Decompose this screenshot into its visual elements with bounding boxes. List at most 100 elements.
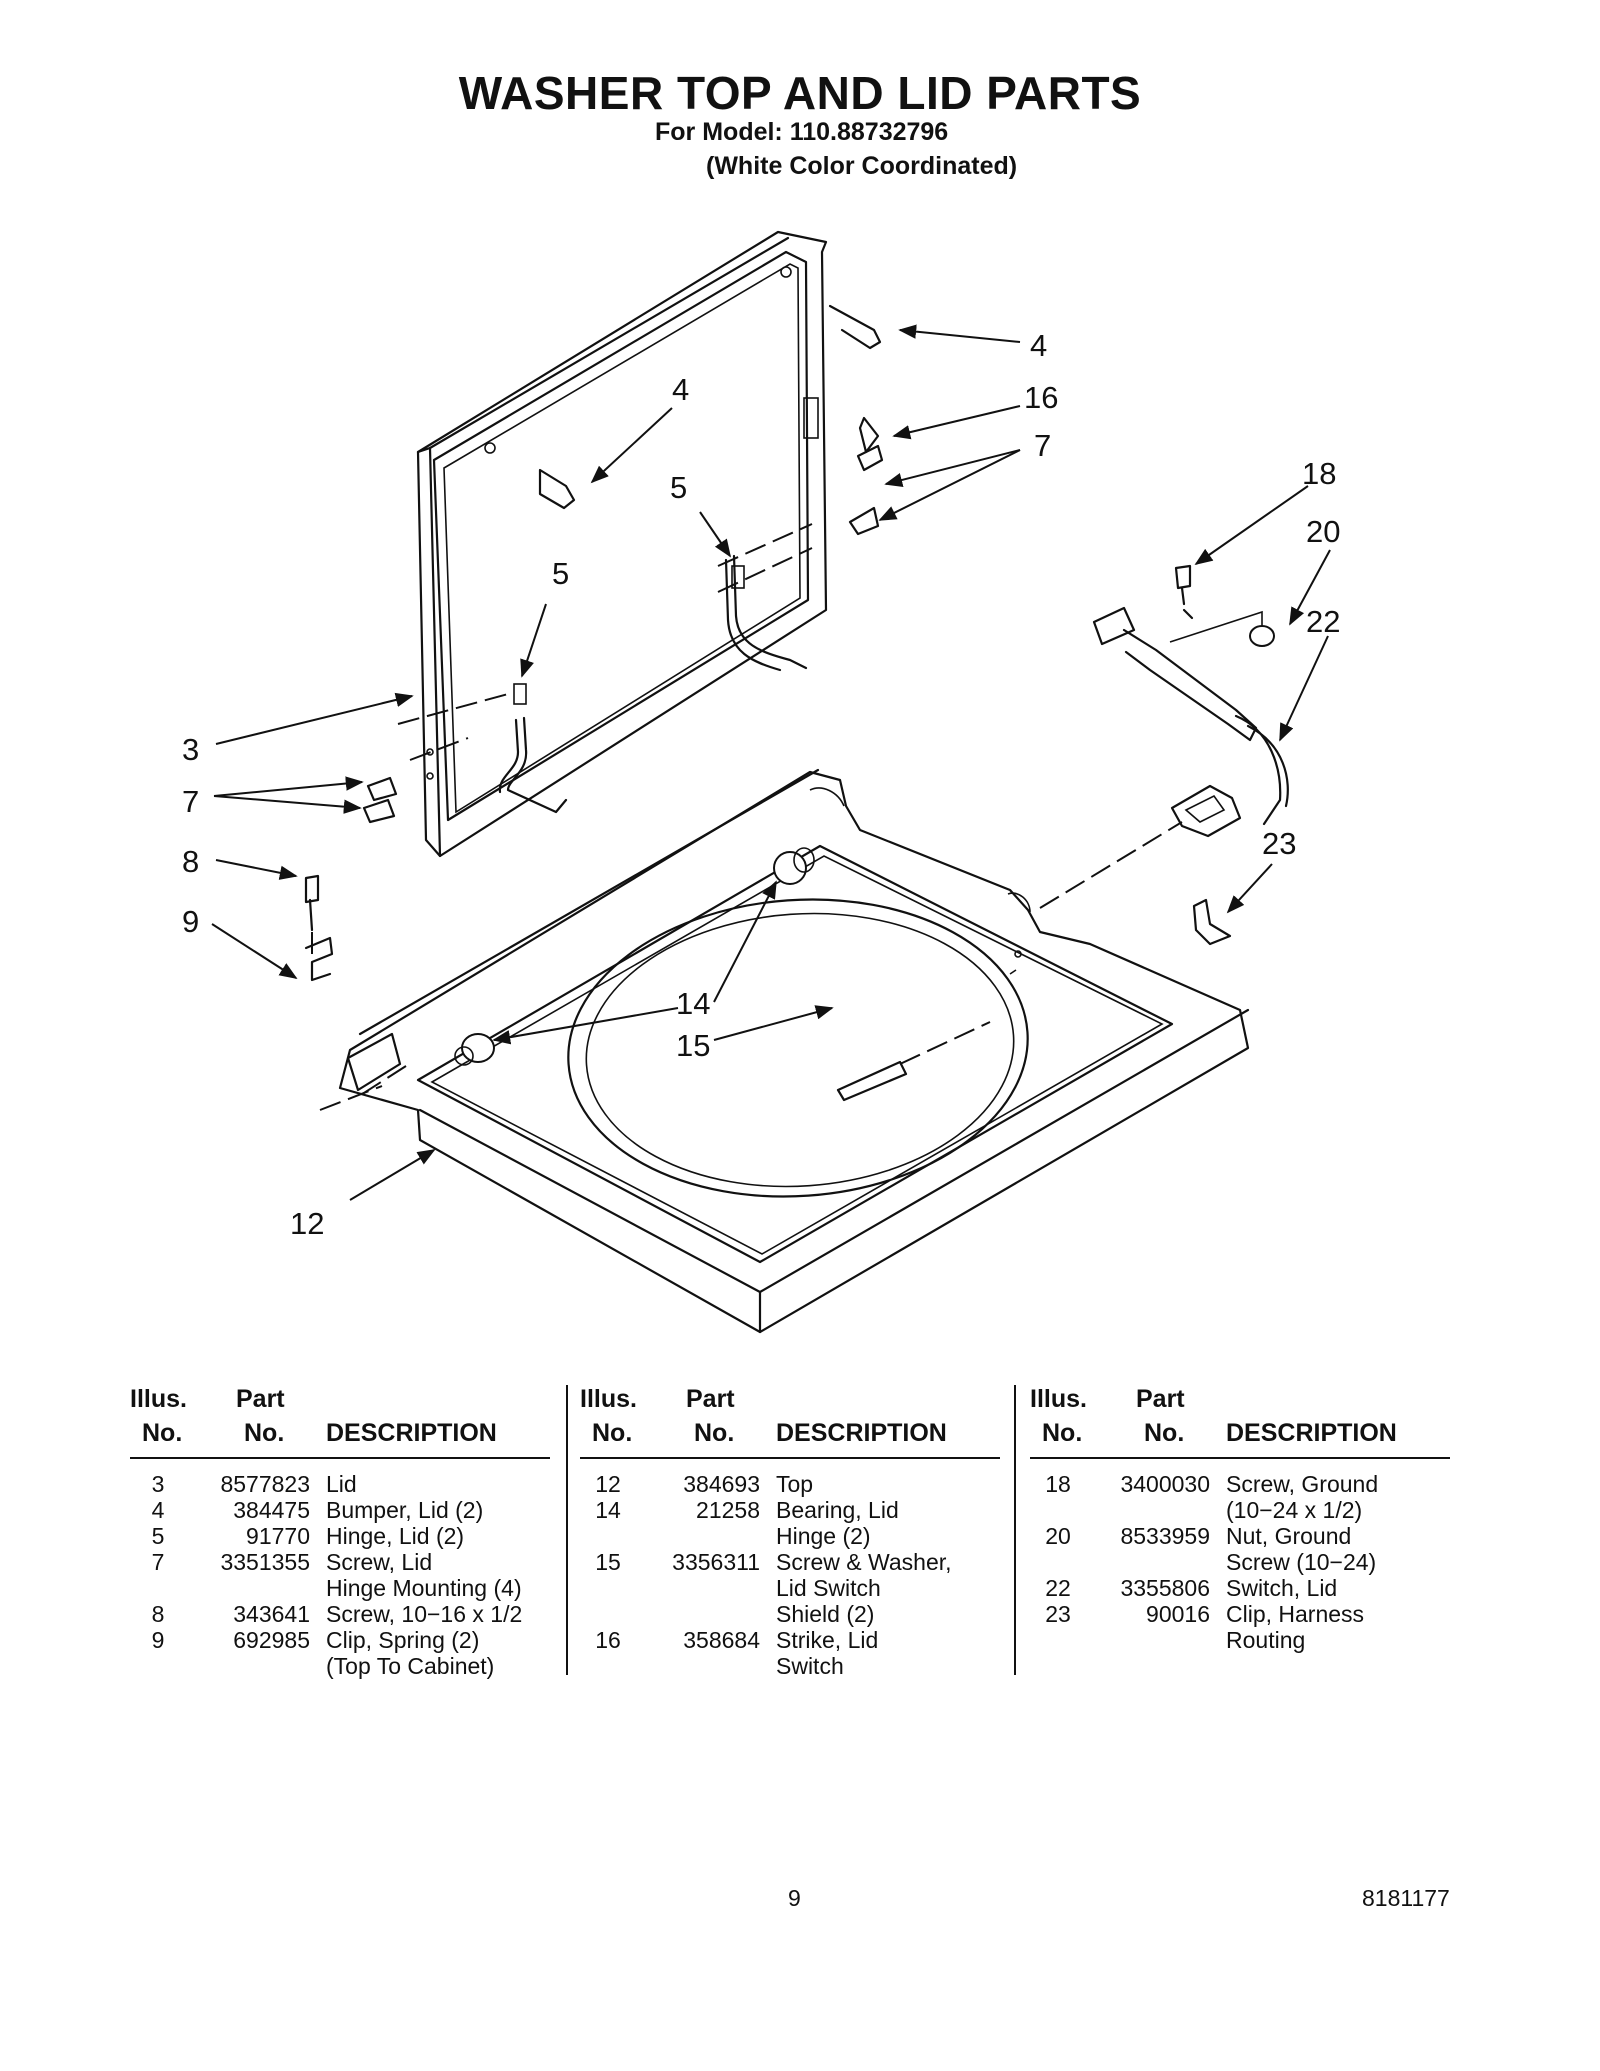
page-title: WASHER TOP AND LID PARTS — [458, 67, 1142, 119]
parts-table-column-2: Illus. No. Part No. DESCRIPTION 12 384693… — [580, 1385, 1000, 1679]
illus-no: 20 — [1045, 1523, 1071, 1549]
illus-no: 14 — [595, 1497, 621, 1523]
page-number: 9 — [788, 1885, 801, 1911]
description: Screw, Lid — [326, 1549, 433, 1575]
color-line: (White Color Coordinated) — [706, 152, 1018, 180]
callout-7-upper: 7 — [1034, 428, 1051, 463]
callout-12: 12 — [290, 1206, 324, 1241]
description: Switch — [776, 1653, 844, 1679]
header-part: Part — [236, 1385, 285, 1413]
illus-no: 5 — [151, 1523, 165, 1549]
header-part-no: No. — [1144, 1419, 1185, 1447]
description: Bumper, Lid (2) — [326, 1497, 484, 1523]
table-row: 8 343641 Screw, 10−16 x 1/2 — [130, 1601, 550, 1627]
description: Screw, 10−16 x 1/2 — [326, 1601, 523, 1627]
description: Shield (2) — [776, 1601, 875, 1627]
header-illus: Illus. — [1030, 1385, 1087, 1413]
table-row: Shield (2) — [580, 1601, 1000, 1627]
illus-no: 8 — [151, 1601, 165, 1627]
callout-7-lower: 7 — [182, 784, 199, 819]
header-part: Part — [1136, 1385, 1185, 1413]
table-header: Illus. No. Part No. DESCRIPTION — [580, 1385, 1000, 1459]
table-header: Illus. No. Part No. DESCRIPTION — [130, 1385, 550, 1459]
description: (Top To Cabinet) — [326, 1653, 495, 1679]
callout-15: 15 — [676, 1028, 710, 1063]
part-no: 384475 — [233, 1497, 310, 1523]
column-divider — [1014, 1385, 1016, 1675]
header-part-no: No. — [244, 1419, 285, 1447]
header-illus-no: No. — [592, 1419, 633, 1447]
description: Switch, Lid — [1226, 1575, 1338, 1601]
part-no: 692985 — [233, 1627, 310, 1653]
description: Hinge, Lid (2) — [326, 1523, 465, 1549]
part-no: 3351355 — [220, 1549, 310, 1575]
description: Screw, Ground — [1226, 1471, 1379, 1497]
description: Clip, Harness — [1226, 1601, 1365, 1627]
header-description: DESCRIPTION — [1226, 1419, 1397, 1447]
callout-18: 18 — [1302, 456, 1336, 491]
description: (10−24 x 1/2) — [1226, 1497, 1363, 1523]
part-no: 90016 — [1146, 1601, 1210, 1627]
part-no: 384693 — [683, 1471, 760, 1497]
table-row: 20 8533959 Nut, Ground — [1030, 1523, 1450, 1549]
cabinet-clip — [304, 874, 334, 982]
part-no: 8577823 — [220, 1471, 310, 1497]
part-no: 343641 — [233, 1601, 310, 1627]
illus-no: 15 — [595, 1549, 621, 1575]
table-row: Screw (10−24) — [1030, 1549, 1450, 1575]
illus-no: 3 — [151, 1471, 165, 1497]
description: Routing — [1226, 1627, 1306, 1653]
description: Hinge Mounting (4) — [326, 1575, 522, 1601]
lid-bumpers — [362, 304, 884, 824]
illus-no: 7 — [151, 1549, 165, 1575]
screw-washer — [836, 1060, 908, 1102]
header-illus-no: No. — [1042, 1419, 1083, 1447]
callout-arrows — [211, 324, 1331, 1201]
header-illus: Illus. — [130, 1385, 187, 1413]
description: Screw & Washer, — [776, 1549, 952, 1575]
header-part: Part — [686, 1385, 735, 1413]
table-row: 23 90016 Clip, Harness — [1030, 1601, 1450, 1627]
description: Lid — [326, 1471, 357, 1497]
part-no: 358684 — [683, 1627, 760, 1653]
callout-22: 22 — [1306, 604, 1340, 639]
header-part-no: No. — [694, 1419, 735, 1447]
callout-23: 23 — [1262, 826, 1296, 861]
illus-no: 16 — [595, 1627, 621, 1653]
column-divider — [566, 1385, 568, 1675]
callout-5-upper: 5 — [670, 470, 687, 505]
callout-8: 8 — [182, 844, 199, 879]
lid-panel — [416, 230, 828, 858]
description: Bearing, Lid — [776, 1497, 899, 1523]
callout-16: 16 — [1024, 380, 1058, 415]
table-row: 3 8577823 Lid — [130, 1471, 550, 1497]
part-no: 8533959 — [1120, 1523, 1210, 1549]
hinge-rods — [498, 554, 808, 814]
illus-no: 12 — [595, 1471, 621, 1497]
illus-no: 23 — [1045, 1601, 1071, 1627]
lid-switch-assembly — [1092, 564, 1289, 838]
table-row: 7 3351355 Screw, Lid — [130, 1549, 550, 1575]
table-row: Switch — [580, 1653, 1000, 1679]
table-row: Lid Switch — [580, 1575, 1000, 1601]
header-illus: Illus. — [580, 1385, 637, 1413]
assembly-lines — [311, 523, 1183, 1111]
description: Clip, Spring (2) — [326, 1627, 480, 1653]
description: Nut, Ground — [1226, 1523, 1352, 1549]
table-row: (Top To Cabinet) — [130, 1653, 550, 1679]
table-row: (10−24 x 1/2) — [1030, 1497, 1450, 1523]
header-description: DESCRIPTION — [326, 1419, 497, 1447]
washer-top — [338, 768, 1250, 1334]
callout-14: 14 — [676, 986, 710, 1021]
table-header: Illus. No. Part No. DESCRIPTION — [1030, 1385, 1450, 1459]
callout-9: 9 — [182, 904, 199, 939]
part-no: 3400030 — [1120, 1471, 1210, 1497]
